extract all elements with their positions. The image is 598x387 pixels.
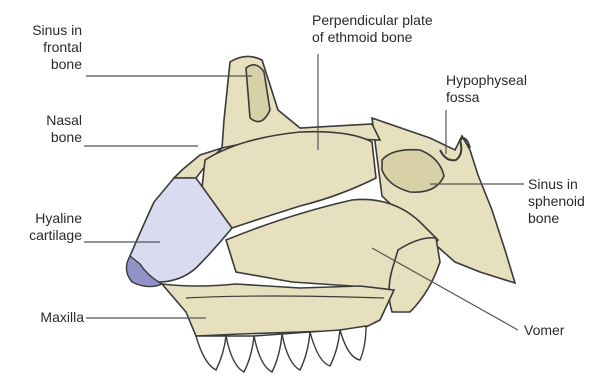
label-hypophyseal-fossa: Hypophyseal fossa bbox=[446, 72, 556, 106]
label-perpendicular-plate: Perpendicular plate of ethmoid bone bbox=[312, 12, 462, 46]
label-sinus-frontal: Sinus in frontal bone bbox=[4, 22, 82, 73]
label-hyaline-cartilage: Hyaline cartilage bbox=[4, 210, 82, 244]
label-maxilla: Maxilla bbox=[4, 309, 84, 326]
tooth bbox=[226, 336, 254, 372]
tooth bbox=[340, 326, 366, 360]
tooth bbox=[254, 334, 282, 372]
label-sinus-sphenoid: Sinus in sphenoid bone bbox=[528, 176, 594, 227]
label-vomer: Vomer bbox=[524, 322, 590, 339]
tooth bbox=[196, 336, 226, 370]
tooth bbox=[310, 330, 340, 366]
tooth bbox=[282, 332, 310, 370]
label-nasal-bone: Nasal bone bbox=[4, 112, 82, 146]
